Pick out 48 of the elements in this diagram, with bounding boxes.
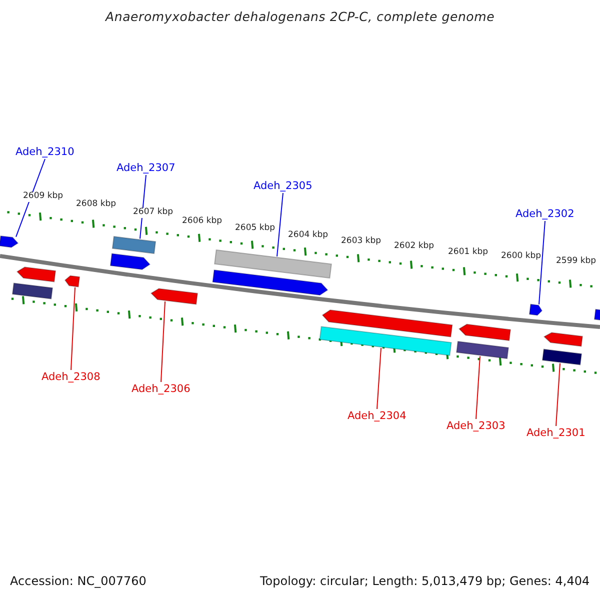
leader-line [70, 286, 76, 370]
gene-feature [150, 288, 198, 305]
scale-label: 2603 kbp [341, 237, 382, 247]
leader-line [376, 348, 382, 410]
footer-note: Topology: circular; Length: 5,013,479 bp; Genes: 4,404 [260, 575, 590, 589]
gene-feature [16, 266, 56, 282]
gene-feature [594, 308, 600, 321]
gene-label: Adeh_2305 [254, 180, 312, 192]
scale-label: 2605 kbp [235, 224, 276, 234]
gene-feature [322, 309, 453, 338]
scale-label: 2608 kbp [76, 200, 116, 210]
gene-label: Adeh_2303 [446, 420, 506, 432]
gene-label: Adeh_2301 [526, 427, 586, 440]
gene-bar [319, 326, 452, 356]
gene-feature [212, 269, 328, 296]
scale-label: 2606 kbp [182, 217, 222, 227]
gene-bar [214, 249, 332, 279]
scale-label: 2609 kbp [23, 192, 64, 202]
gene-label: Adeh_2308 [42, 371, 100, 384]
leader-line [16, 158, 46, 238]
gene-bar [456, 340, 510, 360]
gene-label: Adeh_2307 [116, 162, 176, 174]
footer-note: Accession: NC_007760 [10, 575, 146, 589]
gene-label: Adeh_2306 [132, 383, 190, 396]
leader-line [276, 192, 284, 257]
diagram-title: Anaeromyxobacter dehalogenans 2CP-C, complete genome [106, 10, 495, 24]
scale-label: 2601 kbp [448, 248, 488, 258]
scale-label: 2604 kbp [288, 231, 328, 241]
gene-feature [458, 324, 512, 342]
leader-line [160, 300, 166, 382]
gene-feature [528, 304, 543, 316]
gene-feature [543, 332, 584, 347]
gene-bar [542, 348, 582, 366]
leader-line [538, 220, 546, 305]
leader-line [476, 356, 480, 420]
scale-label: 2607 kbp [133, 208, 174, 218]
gene-label: Adeh_2310 [16, 146, 74, 158]
scale-label: 2600 kbp [501, 252, 542, 262]
gene-label: Adeh_2302 [516, 208, 574, 220]
scale-label: 2599 kbp [556, 257, 596, 267]
scale-label: 2602 kbp [394, 242, 434, 252]
gene-bar [112, 236, 156, 254]
gene-feature [0, 235, 19, 248]
gene-label: Adeh_2304 [348, 410, 406, 422]
leader-line [556, 362, 560, 426]
gene-feature [64, 275, 80, 288]
gene-feature [110, 253, 151, 270]
gene-bar [12, 282, 54, 300]
